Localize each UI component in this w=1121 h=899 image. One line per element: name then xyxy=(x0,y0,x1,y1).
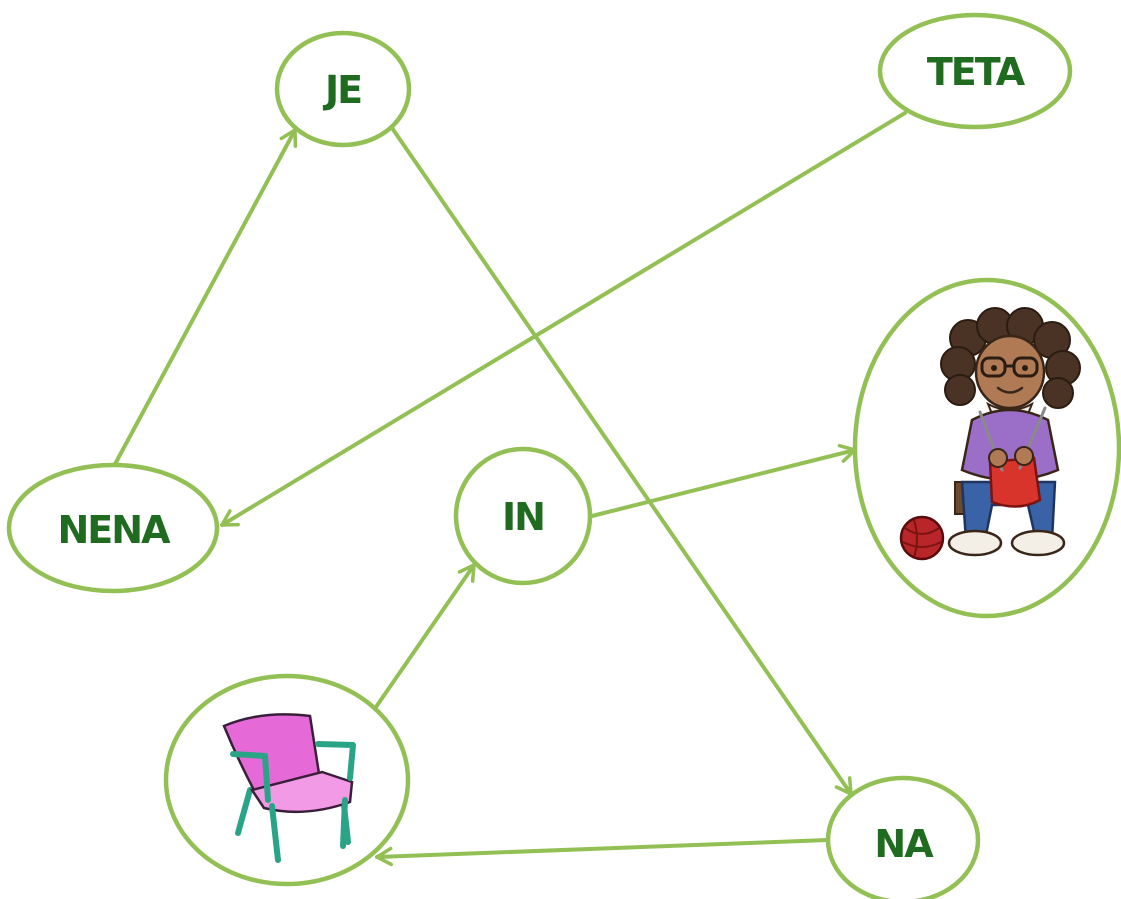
connector-arrows xyxy=(112,111,907,867)
node-je: JE xyxy=(274,30,412,148)
node-na-outline xyxy=(825,775,981,899)
node-in-outline xyxy=(453,446,593,586)
node-in-label: IN xyxy=(502,495,544,539)
node-grandma xyxy=(852,277,1121,619)
node-nena-label: NENA xyxy=(58,508,172,552)
node-nena: NENA xyxy=(6,462,220,594)
node-na: NA xyxy=(825,775,981,899)
armchair-icon xyxy=(222,713,356,863)
node-in: IN xyxy=(453,446,593,586)
node-teta-outline xyxy=(877,12,1073,130)
arrow-teta-to-nena xyxy=(220,111,907,527)
arrow-chair-to-in xyxy=(374,563,476,709)
node-nena-outline xyxy=(6,462,220,594)
arrow-in-to-grandma xyxy=(590,443,857,518)
arrow-je-to-na xyxy=(390,126,853,796)
node-teta-label: TETA xyxy=(927,50,1026,94)
node-chair xyxy=(163,673,411,887)
arrow-na-to-chair xyxy=(375,838,830,867)
node-je-label: JE xyxy=(322,68,361,112)
node-na-label: NA xyxy=(874,822,934,866)
node-je-outline xyxy=(274,30,412,148)
grandmother-knitting-icon xyxy=(899,307,1081,561)
arrow-nena-to-je xyxy=(112,128,298,468)
node-teta: TETA xyxy=(877,12,1073,130)
